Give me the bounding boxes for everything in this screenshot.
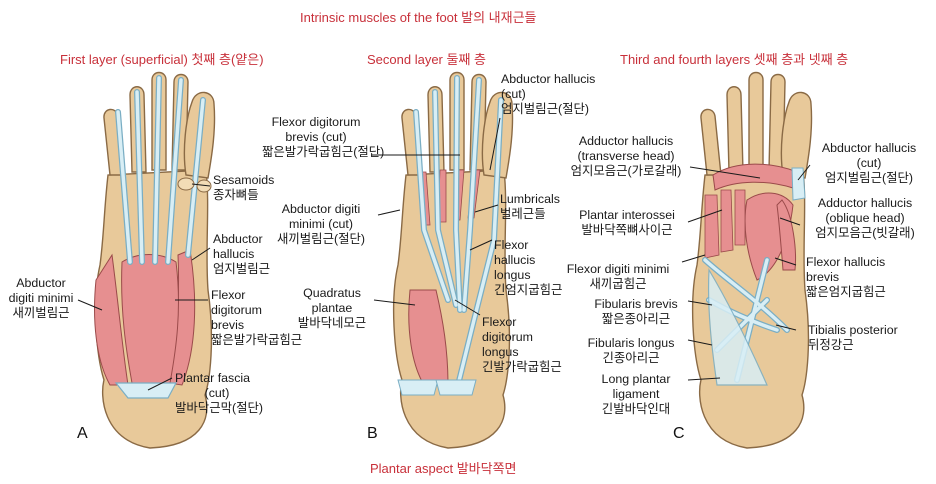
panel-a-letter: A xyxy=(77,425,88,442)
label-abductor-hallucis-cut-c: Abductor hallucis(cut)엄지벌림근(절단) xyxy=(821,141,917,185)
panel-a-heading: First layer (superficial) 첫째 층(얕은) xyxy=(60,52,264,67)
label-adductor-hallucis-oblique: Adductor hallucis(oblique head)엄지모음근(빗갈래… xyxy=(815,196,915,240)
label-adductor-hallucis-transverse: Adductor hallucis(transverse head)엄지모음근(… xyxy=(570,134,682,178)
label-plantar-fascia: Plantar fascia(cut)발바닥근막(절단) xyxy=(175,371,264,415)
panel-b-letter: B xyxy=(367,425,378,442)
leader-lines xyxy=(77,117,811,391)
panel-c-letter: C xyxy=(673,425,685,442)
figure-title: Intrinsic muscles of the foot 발의 내재근들 xyxy=(300,10,537,25)
figure-caption: Plantar aspect 발바닥쪽면 xyxy=(370,461,517,476)
foot-c xyxy=(691,71,813,449)
panel-b-heading: Second layer 둘째 층 xyxy=(367,52,486,67)
label-abductor-hallucis-cut-b: Abductor hallucis(cut)엄지벌림근(절단) xyxy=(501,72,596,116)
foot-b xyxy=(392,71,514,449)
foot-a xyxy=(94,71,216,449)
panel-c-heading: Third and fourth layers 셋째 층과 넷째 층 xyxy=(620,52,849,67)
